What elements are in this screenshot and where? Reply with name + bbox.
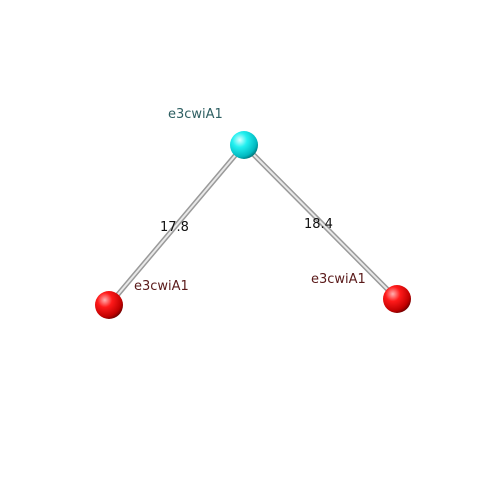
atom-center-sphere xyxy=(230,131,258,159)
atom-right-label: e3cwiA1 xyxy=(311,272,366,287)
atom-center-label: e3cwiA1 xyxy=(168,107,223,122)
distance-label-right: 18.4 xyxy=(304,217,333,232)
atom-left-sphere xyxy=(95,291,123,319)
atom-left-label: e3cwiA1 xyxy=(134,279,189,294)
bond-center-left xyxy=(106,142,247,308)
distance-label-left: 17.8 xyxy=(160,220,189,235)
bond-center-right xyxy=(241,142,400,302)
atom-right-sphere xyxy=(383,285,411,313)
